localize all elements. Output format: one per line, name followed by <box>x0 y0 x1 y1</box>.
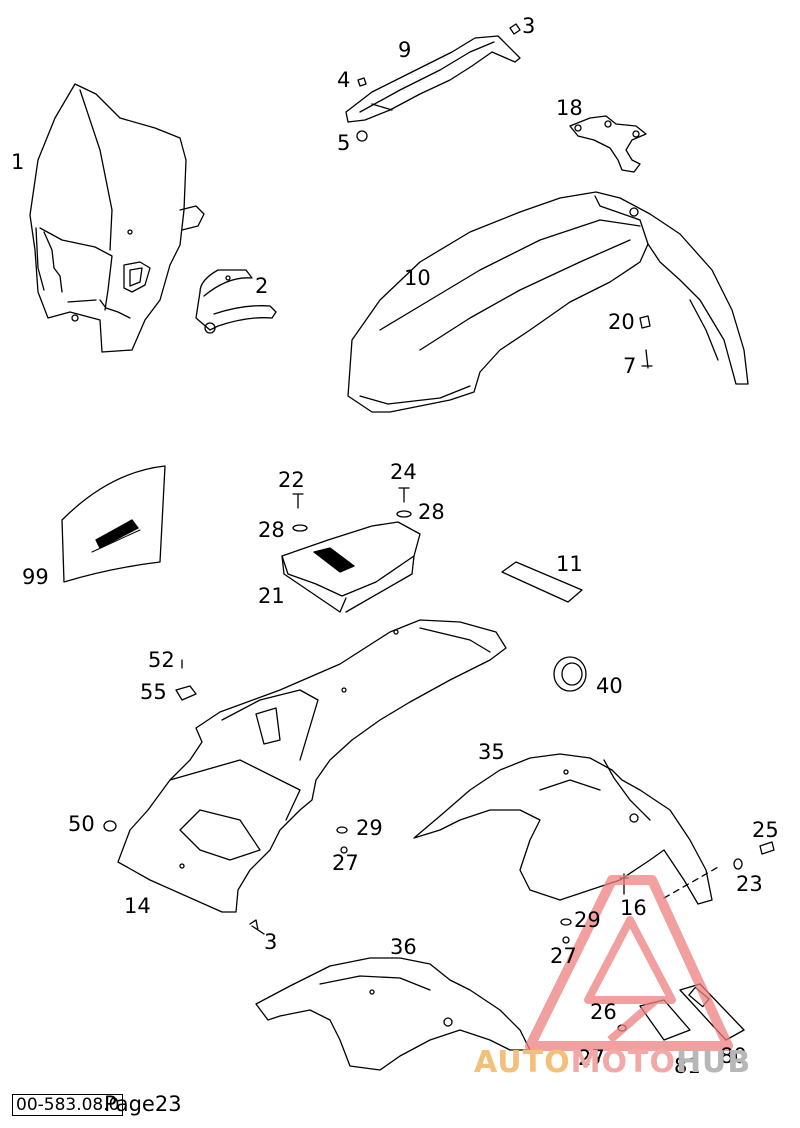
foam-strip-drawing <box>501 561 583 603</box>
document-id: 00-583.08.0 <box>12 1094 124 1116</box>
part-label: 80 <box>720 1044 747 1068</box>
page-label: Page23 <box>104 1092 182 1116</box>
part-label: 50 <box>68 812 95 836</box>
screws-top-drawing <box>356 23 521 142</box>
part-label: 1 <box>11 150 25 174</box>
part-label: 21 <box>258 584 285 608</box>
part-label: 52 <box>148 648 175 672</box>
washer-50-drawing <box>103 820 117 832</box>
part-label: 24 <box>390 460 417 484</box>
part-label: 4 <box>337 68 351 92</box>
watermark-moto: MOTO <box>570 1045 676 1080</box>
grommet-drawing <box>553 656 587 692</box>
front-fender-drawing <box>347 191 749 413</box>
part-label: 20 <box>608 310 635 334</box>
part-label: 22 <box>278 468 305 492</box>
watermark-text: AUTOMOTOHUB <box>474 1046 751 1080</box>
part-label: 27 <box>550 944 577 968</box>
screw-3-drawing <box>249 919 265 935</box>
part-label: 16 <box>620 896 647 920</box>
part-label: 81 <box>674 1054 701 1078</box>
part-label: 3 <box>522 14 536 38</box>
part-label: 28 <box>418 500 445 524</box>
part-label: 29 <box>574 908 601 932</box>
watermark-hub: HUB <box>675 1045 752 1080</box>
cover-piece-drawing <box>345 35 521 123</box>
part-label: 5 <box>337 131 351 155</box>
part-label: 27 <box>578 1046 605 1070</box>
part-label: 28 <box>258 518 285 542</box>
watermark-logo-drawing <box>525 875 733 1051</box>
part-label: 18 <box>556 96 583 120</box>
filter-box-drawing <box>281 521 421 613</box>
washer-nut-drawing <box>336 826 348 854</box>
rear-side-fender-drawing <box>413 753 713 905</box>
rear-fender-drawing <box>117 619 507 913</box>
seat-fasteners-drawing <box>292 487 412 532</box>
part-label: 11 <box>556 552 583 576</box>
part-label: 9 <box>398 38 412 62</box>
part-label: 14 <box>124 894 151 918</box>
part-label: 99 <box>22 565 49 589</box>
part-label: 25 <box>752 818 779 842</box>
part-label: 27 <box>332 851 359 875</box>
part-label: 35 <box>478 740 505 764</box>
part-label: 55 <box>140 680 167 704</box>
part-label: 36 <box>390 935 417 959</box>
watermark-auto: AUTO <box>474 1045 571 1080</box>
lower-fender-drawing <box>255 957 531 1071</box>
headlight-mask-drawing <box>29 83 205 353</box>
fender-fasteners-drawing <box>639 315 653 369</box>
part-label: 3 <box>264 930 278 954</box>
part-label: 2 <box>255 274 269 298</box>
bracket-drawing <box>569 115 647 173</box>
part-label: 26 <box>590 1000 617 1024</box>
part-label: 40 <box>596 674 623 698</box>
part-label: 29 <box>356 816 383 840</box>
small-clips-drawing <box>175 659 197 701</box>
decal-sheet-drawing <box>61 465 166 583</box>
part-label: 23 <box>736 872 763 896</box>
headlight-bracket-drawing <box>195 269 277 334</box>
washer-nut-lower-drawing <box>560 918 572 944</box>
part-label: 7 <box>623 354 637 378</box>
part-label: 10 <box>404 266 431 290</box>
